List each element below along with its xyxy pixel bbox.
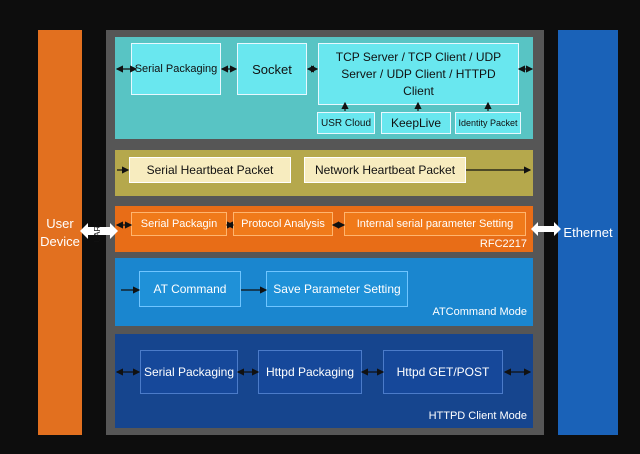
protocol-analysis-box: Protocol Analysis [233, 212, 333, 236]
socket-box: Socket [237, 43, 307, 95]
save-parameter-box: Save Parameter Setting [266, 271, 408, 307]
heartbeat-panel: Serial Heartbeat Packet Network Heartbea… [115, 150, 533, 196]
network-heartbeat-box: Network Heartbeat Packet [304, 157, 466, 183]
rfc-serial-packaging-text: Serial Packagin [140, 217, 218, 230]
protocol-analysis-text: Protocol Analysis [241, 217, 325, 230]
httpd-serial-packaging-box: Serial Packaging [140, 350, 238, 394]
keeplive-box: KeepLive [381, 112, 451, 134]
identity-packet-box: Identity Packet [455, 112, 521, 134]
usr-cloud-text: USR Cloud [320, 117, 372, 129]
usr-cloud-box: USR Cloud [317, 112, 375, 134]
serial-heartbeat-text: Serial Heartbeat Packet [146, 162, 274, 177]
uart-label: UART [93, 221, 102, 243]
rfc2217-panel: Serial Packagin Protocol Analysis Intern… [115, 206, 533, 252]
httpd-packaging-text: Httpd Packaging [265, 364, 355, 379]
at-command-text: AT Command [153, 281, 227, 296]
httpd-panel: Serial Packaging Httpd Packaging Httpd G… [115, 334, 533, 428]
identity-packet-text: Identity Packet [458, 117, 518, 128]
httpd-packaging-box: Httpd Packaging [258, 350, 362, 394]
ethernet-column: Ethernet [558, 30, 618, 435]
httpd-mode-label: HTTPD Client Mode [428, 410, 527, 422]
uart-arrow-icon [80, 223, 118, 239]
serial-heartbeat-box: Serial Heartbeat Packet [129, 157, 291, 183]
user-device-column: User Device [38, 30, 82, 435]
protocols-text: TCP Server / TCP Client / UDP Server / U… [335, 49, 502, 98]
rfc-serial-packaging-box: Serial Packagin [131, 212, 227, 236]
rfc2217-mode-label: RFC2217 [479, 238, 527, 250]
keeplive-text: KeepLive [390, 115, 442, 130]
save-parameter-text: Save Parameter Setting [273, 281, 401, 296]
transport-panel: Serial Packaging Socket TCP Server / TCP… [115, 37, 533, 139]
ethernet-arrow-icon [531, 222, 561, 236]
httpd-serial-packaging-text: Serial Packaging [143, 364, 235, 379]
serial-packaging-box: Serial Packaging [131, 43, 221, 95]
atcommand-panel: AT Command Save Parameter Setting ATComm… [115, 258, 533, 326]
at-command-box: AT Command [139, 271, 241, 307]
serial-packaging-text: Serial Packaging [134, 62, 218, 75]
user-device-label: User Device [40, 215, 80, 249]
httpd-get-post-text: Httpd GET/POST [396, 364, 490, 379]
socket-text: Socket [252, 61, 292, 77]
internal-setting-text: Internal serial parameter Setting [356, 217, 514, 230]
protocols-box: TCP Server / TCP Client / UDP Server / U… [318, 43, 519, 105]
uart-connector: UART [80, 221, 118, 243]
ethernet-label: Ethernet [563, 224, 613, 240]
httpd-get-post-box: Httpd GET/POST [383, 350, 503, 394]
atcommand-mode-label: ATCommand Mode [432, 306, 527, 318]
network-heartbeat-text: Network Heartbeat Packet [314, 162, 456, 177]
internal-setting-box: Internal serial parameter Setting [344, 212, 526, 236]
